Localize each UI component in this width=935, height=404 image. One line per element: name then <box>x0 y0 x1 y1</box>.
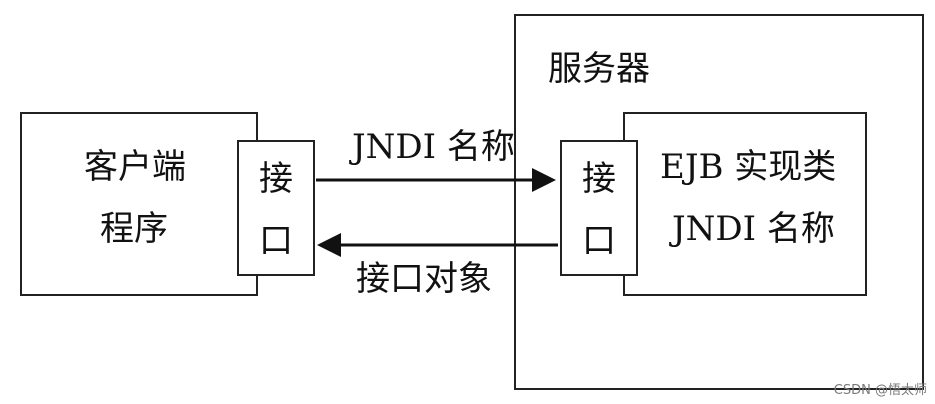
ejb-box <box>623 112 867 296</box>
request-arrowhead <box>532 168 556 192</box>
server-interface-box: 接 口 <box>560 140 638 276</box>
response-arrow-label: 接口对象 <box>356 259 492 299</box>
server-interface-char1: 接 <box>582 159 616 199</box>
server-interface-char2: 口 <box>582 221 616 261</box>
client-interface-box: 接 口 <box>237 140 315 276</box>
client-label-line1: 客户端 <box>84 147 186 187</box>
ejb-label-line2: JNDI 名称 <box>672 209 835 249</box>
request-arrow-label: JNDI 名称 <box>352 127 515 167</box>
ejb-label-line1: EJB 实现类 <box>660 147 837 187</box>
client-interface-char1: 接 <box>259 159 293 199</box>
client-label-line2: 程序 <box>100 209 168 249</box>
client-interface-char2: 口 <box>259 221 293 261</box>
response-arrowhead <box>317 233 341 257</box>
server-title: 服务器 <box>548 49 650 89</box>
watermark-text: CSDN @悟太师 <box>833 383 927 398</box>
client-program-box <box>20 112 258 296</box>
